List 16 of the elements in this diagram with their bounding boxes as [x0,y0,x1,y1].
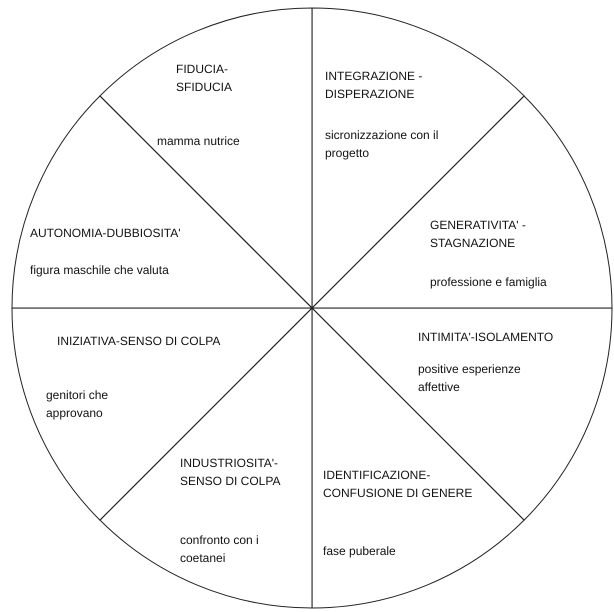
sector-heading: INTIMITA'-ISOLAMENTO [418,329,554,346]
sector-heading: INIZIATIVA-SENSO DI COLPA [57,333,222,350]
sector-heading: GENERATIVITA' - STAGNAZIONE [430,216,527,252]
sector-text: fase puberale [323,543,397,560]
sector-text: mamma nutrice [156,133,241,150]
sector-text: genitori che approvano [46,387,110,422]
sector-heading: FIDUCIA-SFIDUCIA [176,61,233,96]
sector-text: positive esperienze affettive [418,361,522,396]
sector-text: figura maschile che valuta [30,262,170,279]
sector-text: sicronizzazione con il progetto [325,127,440,162]
sector-heading: IDENTIFICAZIONE-CONFUSIONE DI GENERE [323,467,473,502]
sector-text: professione e famiglia [430,274,548,291]
sector-text: confronto con i coetanei [180,532,260,567]
sector-heading: INDUSTRIOSITA'-SENSO DI COLPA [180,455,282,490]
sector-heading: INTEGRAZIONE - DISPERAZIONE [325,68,424,103]
sector-heading: AUTONOMIA-DUBBIOSITA' [30,224,182,242]
